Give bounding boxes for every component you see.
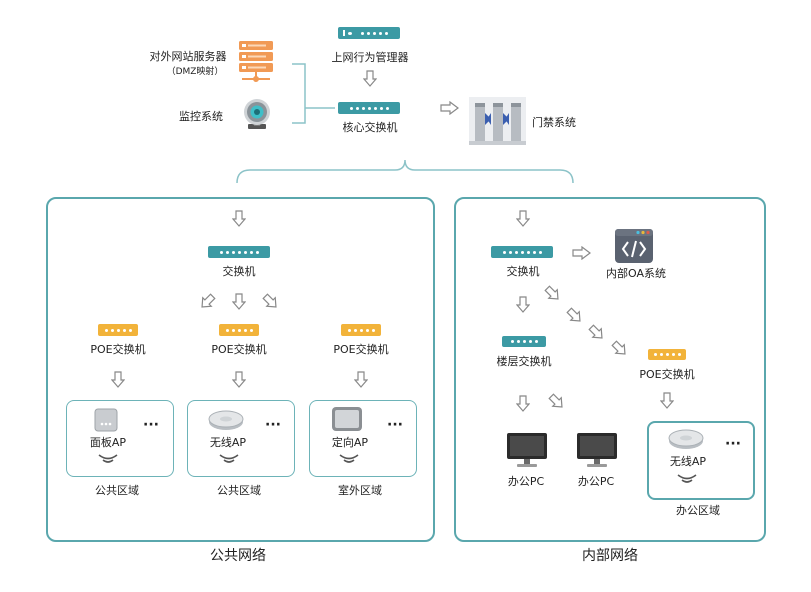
directional-ap-box: [309, 400, 417, 477]
wifi-signal-icon: [675, 472, 699, 491]
more-dots: ···: [265, 417, 281, 433]
oa-label: 内部OA系统: [606, 267, 666, 280]
poe-switch-icon: [341, 324, 381, 336]
down-arrow-icon: [231, 293, 247, 315]
zone-label: 办公区域: [676, 504, 720, 517]
panel-ap-icon: [94, 408, 118, 432]
down-arrow-icon: [353, 371, 369, 393]
down-arrow-icon: [362, 70, 378, 92]
pc-label: 办公PC: [507, 475, 545, 488]
more-dots: ···: [725, 436, 741, 452]
pc-monitor-icon: [506, 432, 548, 468]
server-icon: [239, 41, 273, 83]
poe-switch-label: POE交换机: [639, 368, 695, 381]
wifi-signal-icon: [96, 452, 120, 471]
more-dots: ···: [387, 417, 403, 433]
wireless-ap-box: [187, 400, 295, 477]
more-dots: ···: [143, 417, 159, 433]
public-switch-icon: [208, 246, 270, 258]
zone-label: 室外区域: [338, 484, 382, 497]
wireless-ap-icon: [668, 428, 704, 450]
core-switch-icon: [338, 102, 400, 114]
floor-switch-label: 楼层交换机: [496, 355, 552, 368]
poe-switch-label: POE交换机: [333, 343, 389, 356]
right-arrow-icon: [572, 245, 592, 264]
poe-switch-label: POE交换机: [211, 343, 267, 356]
poe-switch-icon: [98, 324, 138, 336]
pc-label: 办公PC: [577, 475, 615, 488]
core-switch-label: 核心交换机: [342, 121, 398, 134]
internal-network-title: 内部网络: [582, 548, 638, 564]
ap-label: 面板AP: [89, 436, 127, 449]
public-switch-label: 交换机: [222, 265, 256, 278]
down-arrow-icon: [659, 392, 675, 414]
right-arrow-icon: [440, 100, 460, 119]
gate-label: 门禁系统: [532, 116, 576, 129]
server-sublabel: （DMZ映射）: [166, 67, 224, 77]
mgmt-device-icon: [338, 27, 400, 39]
ap-label: 定向AP: [331, 436, 369, 449]
poe-switch-icon: [219, 324, 259, 336]
poe-switch-icon: [648, 349, 686, 360]
internal-switch-label: 交换机: [506, 265, 540, 278]
wireless-ap-icon: [208, 409, 244, 431]
down-arrow-icon: [231, 210, 247, 232]
public-network-title: 公共网络: [210, 548, 266, 564]
mgmt-label: 上网行为管理器: [331, 51, 409, 64]
oa-system-icon: [614, 228, 654, 264]
diagonal-arrow-icon: [198, 293, 216, 315]
diagonal-arrow-icon: [566, 307, 584, 329]
diagonal-arrow-icon: [611, 340, 629, 362]
down-arrow-icon: [231, 371, 247, 393]
diagonal-arrow-icon: [262, 293, 280, 315]
server-label: 对外网站服务器: [149, 50, 227, 63]
zone-label: 公共区域: [217, 484, 261, 497]
directional-ap-icon: [331, 406, 363, 432]
camera-label: 监控系统: [179, 110, 223, 123]
ap-label: 无线AP: [209, 436, 247, 449]
wifi-signal-icon: [337, 452, 361, 471]
ap-label: 无线AP: [669, 455, 707, 468]
turnstile-gate-icon: [469, 97, 526, 145]
diagonal-arrow-icon: [544, 285, 562, 307]
internal-switch-icon: [491, 246, 553, 258]
floor-switch-icon: [502, 336, 546, 347]
zone-label: 公共区域: [95, 484, 139, 497]
panel-ap-box: [66, 400, 174, 477]
down-arrow-icon: [515, 210, 531, 232]
wifi-signal-icon: [217, 452, 241, 471]
diagonal-arrow-icon: [588, 324, 606, 346]
diagonal-arrow-icon: [548, 393, 566, 415]
down-arrow-icon: [515, 395, 531, 417]
down-arrow-icon: [110, 371, 126, 393]
pc-monitor-icon: [576, 432, 618, 468]
poe-switch-label: POE交换机: [90, 343, 146, 356]
down-arrow-icon: [515, 296, 531, 318]
camera-icon: [240, 98, 274, 132]
